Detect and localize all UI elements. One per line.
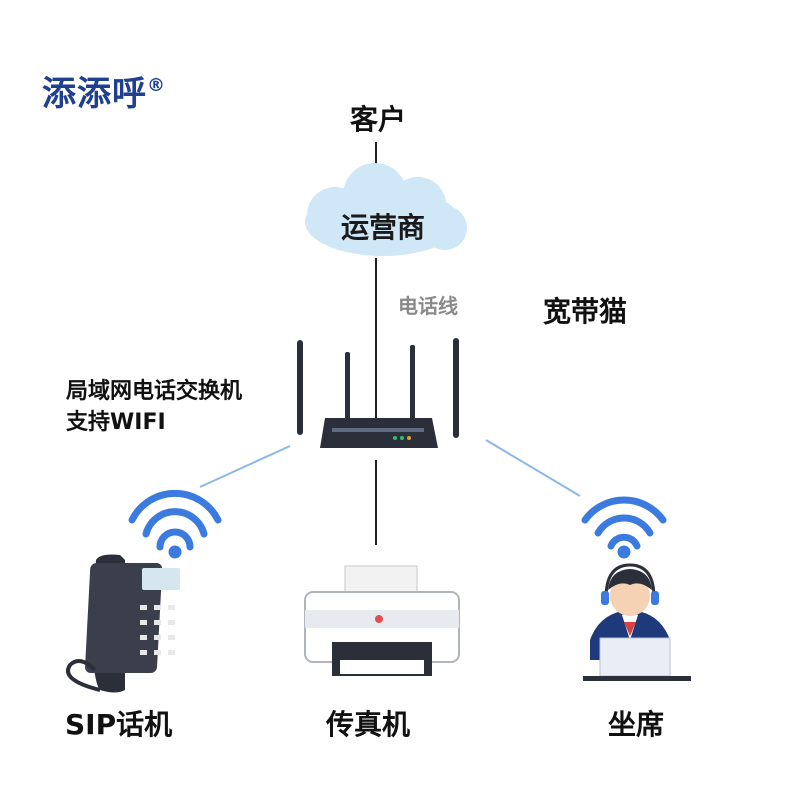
link-to-agent <box>485 439 581 497</box>
phone-line-label: 电话线 <box>398 294 458 318</box>
wifi-icon-right <box>581 496 667 559</box>
pbx-label-line2: 支持WIFI <box>66 410 166 435</box>
pbx-label-line1: 局域网电话交换机 <box>66 379 243 404</box>
wifi-icon-left <box>128 489 222 559</box>
registered-mark: ® <box>147 75 166 96</box>
link-to-sip-phone <box>199 445 291 488</box>
brand-name: 添添呼 <box>42 74 147 114</box>
cloud-icon <box>305 163 467 256</box>
brand-logo: 添添呼® <box>42 66 166 115</box>
router-icon <box>297 338 459 448</box>
sip-phone-icon <box>66 554 180 693</box>
modem-label: 宽带猫 <box>543 295 628 328</box>
carrier-label: 运营商 <box>340 211 425 244</box>
fax-printer-icon <box>304 565 460 676</box>
sip-phone-label: SIP话机 <box>65 708 173 741</box>
agent-label: 坐席 <box>608 708 665 741</box>
fax-label: 传真机 <box>326 708 411 741</box>
agent-headset-icon <box>583 563 691 681</box>
customer-label: 客户 <box>350 103 407 136</box>
